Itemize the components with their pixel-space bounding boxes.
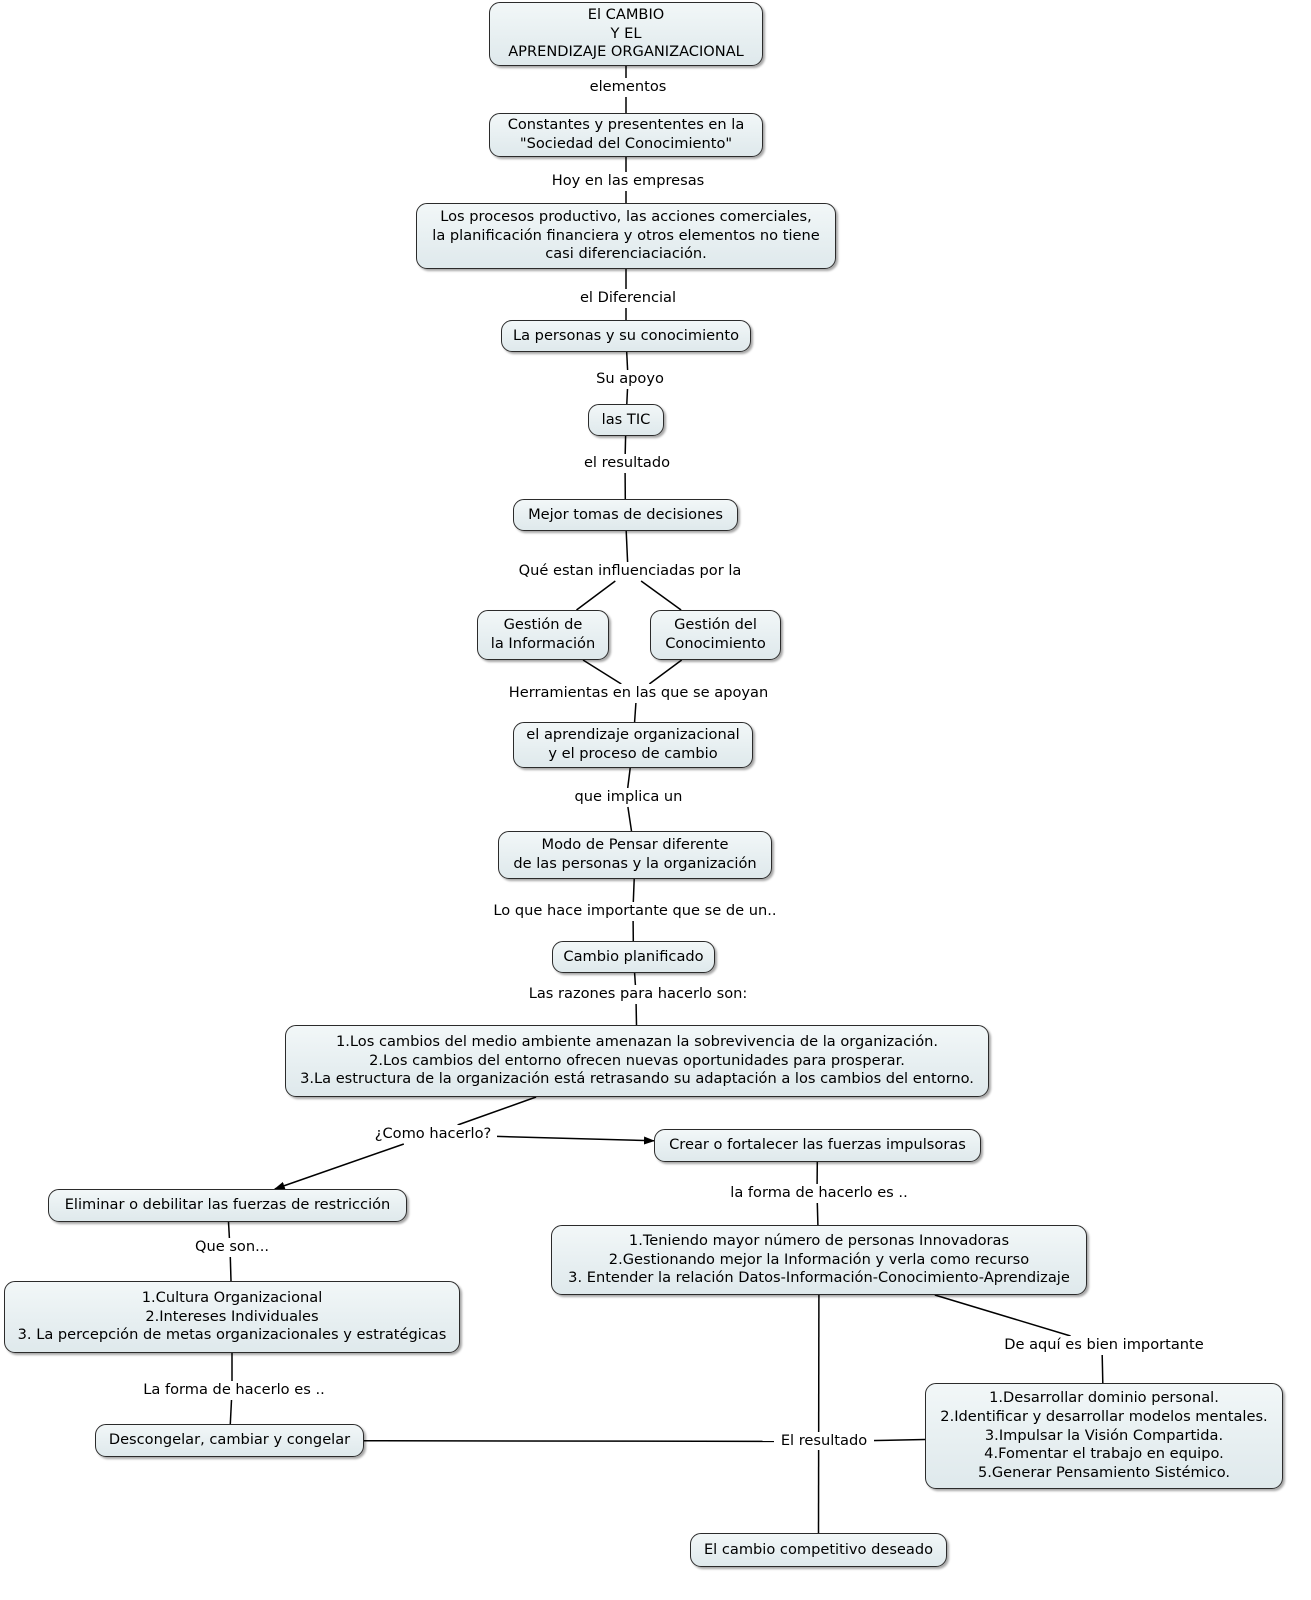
edge-n12-l11 — [457, 1096, 537, 1126]
link-label-que-implica-un: que implica un — [569, 788, 688, 806]
concept-node-crear-o-fortalecer-las-fuerzas-impulsoras[interactable]: Crear o fortalecer las fuerzas impulsora… — [654, 1129, 981, 1162]
link-label-que-son: Que son... — [188, 1238, 276, 1256]
link-label-lo-que-hace-importante-que-se-de-un: Lo que hace importante que se de un.. — [482, 902, 788, 920]
concept-node-el-cambio[interactable]: El CAMBIO Y EL APRENDIZAJE ORGANIZACIONA… — [489, 2, 763, 66]
concept-node-gestion-del[interactable]: Gestión del Conocimiento — [650, 610, 781, 660]
edge-n7-l7 — [582, 659, 622, 685]
link-label-la-forma-de-hacerlo-es: la forma de hacerlo es .. — [723, 1184, 915, 1202]
edge-l4-n5 — [626, 388, 629, 405]
link-label-como-hacerlo: ¿Como hacerlo? — [369, 1125, 497, 1143]
edge-l7-n9 — [633, 702, 637, 723]
concept-node-las-tic[interactable]: las TIC — [588, 404, 664, 436]
link-label-hoy-en-las-empresas: Hoy en las empresas — [545, 172, 711, 190]
link-label-de-aqui-es-bien-importante: De aquí es bien importante — [996, 1336, 1212, 1354]
concept-node-constantes-y-presententes-en-la[interactable]: Constantes y presententes en la "Socieda… — [489, 113, 763, 157]
link-label-que-estan-influenciadas-por-la: Qué estan influenciadas por la — [504, 562, 756, 580]
edge-l13-n16 — [229, 1256, 232, 1282]
edge-l8-n10 — [627, 806, 633, 832]
edge-n10-l9 — [632, 878, 635, 903]
concept-node-mejor-tomas-de-decisiones[interactable]: Mejor tomas de decisiones — [513, 499, 738, 531]
link-label-las-razones-para-hacerlo-son: Las razones para hacerlo son: — [521, 985, 755, 1003]
edge-l12-n15 — [816, 1202, 819, 1226]
edge-l15-n18 — [229, 1399, 233, 1425]
edge-n6-l6 — [625, 530, 629, 563]
concept-node-modo-de-pensar-diferente[interactable]: Modo de Pensar diferente de las personas… — [498, 831, 772, 879]
edge-n4-l4 — [625, 351, 629, 371]
concept-node-descongelar-cambiar-y-congelar[interactable]: Descongelar, cambiar y congelar — [95, 1424, 364, 1457]
edge-n14-l13 — [227, 1221, 231, 1239]
concept-node-1-los-cambios-del-medio-ambiente-amenazan-la-s[interactable]: 1.Los cambios del medio ambiente amenaza… — [285, 1025, 989, 1097]
edge-n18-l16 — [363, 1439, 775, 1443]
link-label-la-forma-de-hacerlo-es: La forma de hacerlo es .. — [136, 1381, 332, 1399]
edge-l11-n13 — [492, 1135, 655, 1145]
concept-node-gestion-de[interactable]: Gestión de la Información — [477, 610, 609, 660]
concept-node-eliminar-o-debilitar-las-fuerzas-de-restriccio[interactable]: Eliminar o debilitar las fuerzas de rest… — [48, 1189, 407, 1222]
concept-node-el-aprendizaje-organizacional[interactable]: el aprendizaje organizacional y el proce… — [513, 722, 753, 768]
edge-n15-l14 — [934, 1294, 1071, 1337]
edge-n8-l7 — [648, 659, 683, 685]
edge-l6-n7 — [576, 580, 616, 611]
concept-node-1-cultura-organizacional[interactable]: 1.Cultura Organizacional 2.Intereses Ind… — [4, 1281, 460, 1353]
concept-node-cambio-planificado[interactable]: Cambio planificado — [552, 941, 715, 973]
concept-node-1-desarrollar-dominio-personal[interactable]: 1.Desarrollar dominio personal. 2.Identi… — [925, 1383, 1283, 1489]
link-label-el-resultado: El resultado — [774, 1432, 874, 1450]
edge-n11-l10 — [633, 972, 637, 986]
concept-node-el-cambio-competitivo-deseado[interactable]: El cambio competitivo deseado — [690, 1533, 947, 1567]
edge-l16-n17 — [869, 1438, 926, 1442]
link-label-el-diferencial: el Diferencial — [570, 289, 686, 307]
edge-n9-l8 — [626, 767, 631, 789]
concept-node-los-procesos-productivo-las-acciones-comercial[interactable]: Los procesos productivo, las acciones co… — [416, 203, 836, 269]
edge-l14-n17 — [1101, 1354, 1104, 1384]
link-label-herramientas-en-las-que-se-apoyan: Herramientas en las que se apoyan — [499, 684, 778, 702]
link-label-su-apoyo: Su apoyo — [589, 370, 671, 388]
concept-node-la-personas-y-su-conocimiento[interactable]: La personas y su conocimiento — [501, 320, 751, 352]
edge-l6-n8 — [640, 580, 682, 611]
edge-l11-n14 — [273, 1143, 405, 1190]
link-label-el-resultado: el resultado — [575, 454, 679, 472]
link-label-elementos: elementos — [581, 78, 675, 96]
concept-node-1-teniendo-mayor-numero-de-personas-innovadora[interactable]: 1.Teniendo mayor número de personas Inno… — [551, 1225, 1087, 1295]
